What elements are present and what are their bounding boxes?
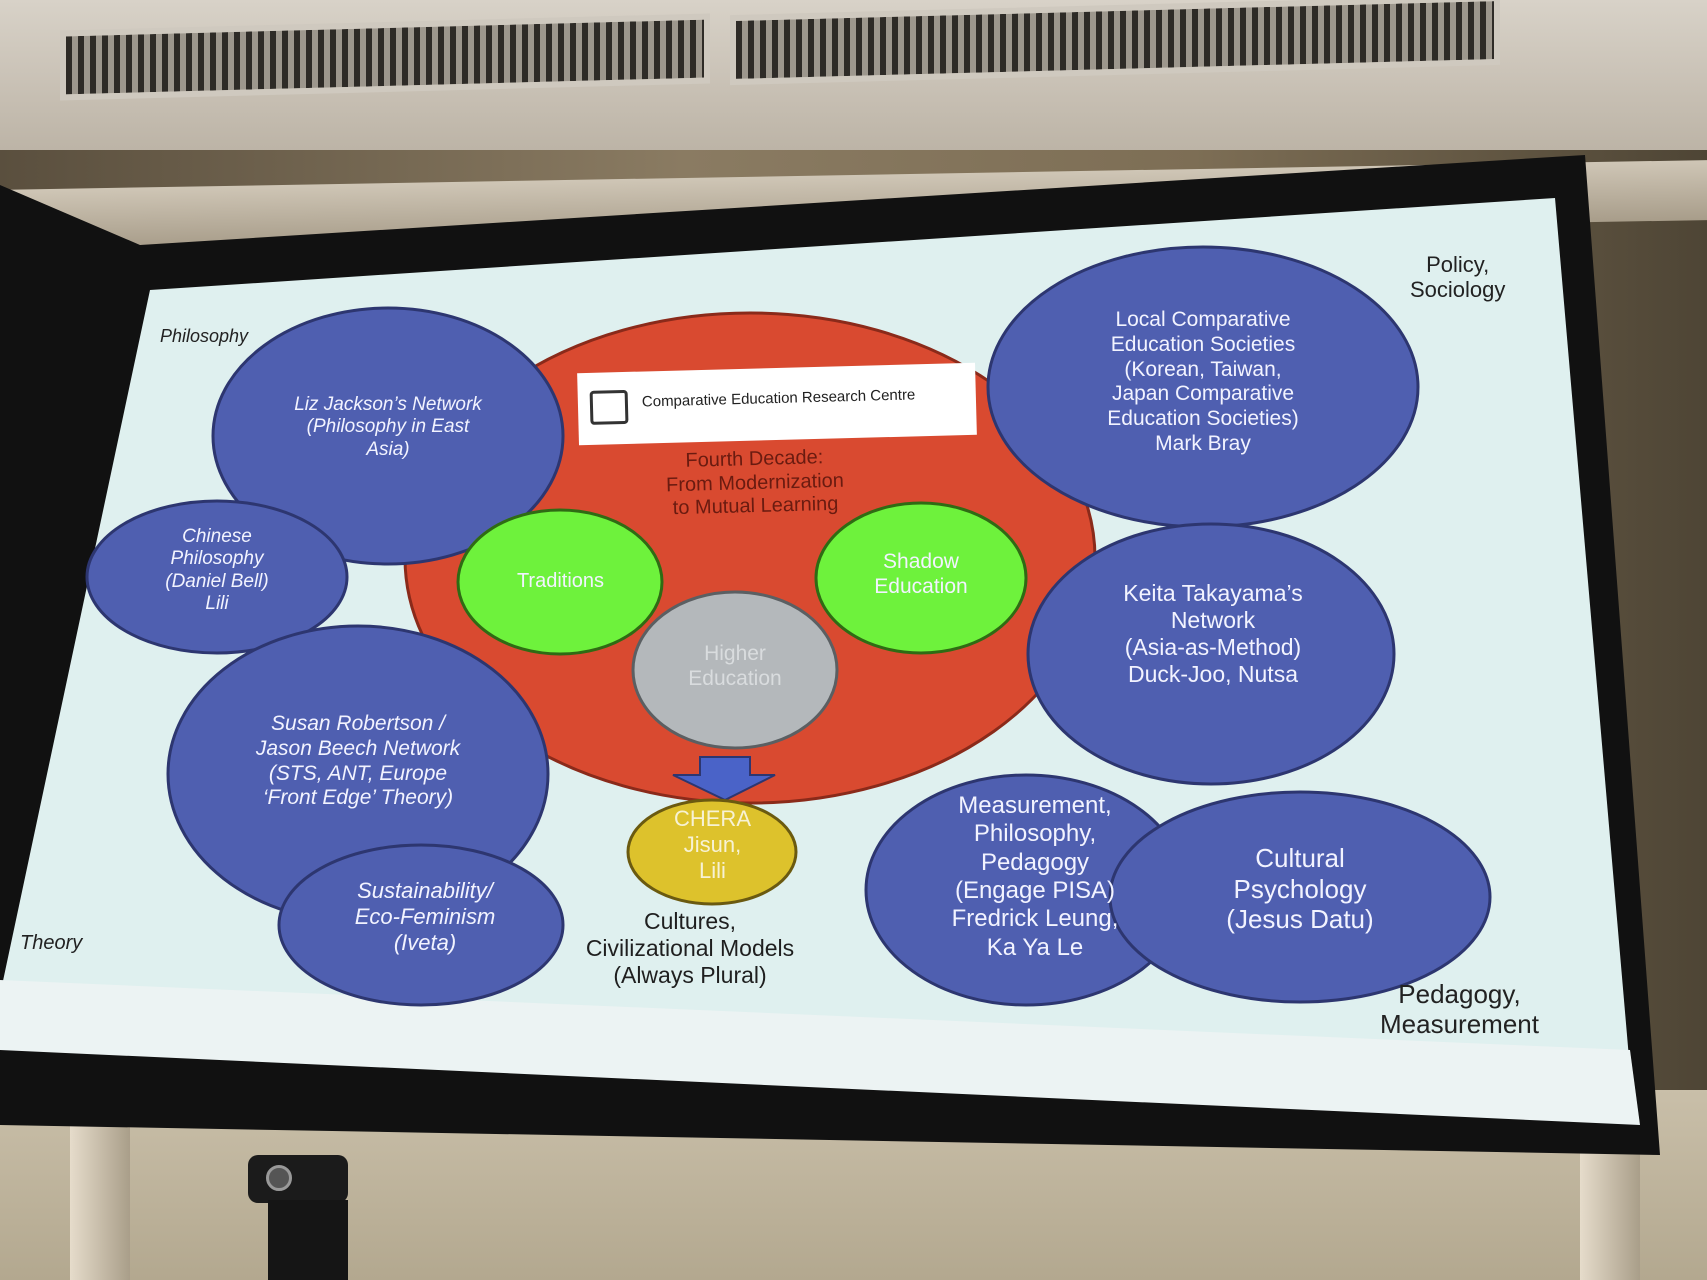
chera-circle [626,798,798,906]
liz-circle [211,306,565,566]
cultural-label: Cultural Psychology (Jesus Datu) [1226,843,1374,935]
liz-label: Liz Jackson’s Network (Philosophy in Eas… [294,394,482,460]
cerc-logo-banner: Comparative Education Research Centre [577,362,977,446]
webcam-lens-icon [266,1165,292,1191]
cultural-circle [1108,790,1492,1004]
chera-label: CHERA Jisun, Lili [673,806,751,883]
traditions-circle [456,508,664,656]
center-title: Fourth Decade: From Modernization to Mut… [665,446,845,520]
chinese-label: Chinese Philosophy (Daniel Bell) Lili [165,526,269,615]
measure-label: Measurement, Philosophy, Pedagogy (Engag… [951,792,1119,961]
shadow-circle [814,501,1028,655]
webcam-stand [268,1200,348,1280]
corner-top-right: Policy, Sociology [1410,252,1506,303]
shadow-label: Shadow Education [874,550,968,598]
corner-bottom-right: Pedagogy, Measurement [1380,979,1539,1039]
keita-circle [1026,522,1396,786]
sustain-label: Sustainability/ Eco-Feminism (Iveta) [354,878,496,955]
local-label: Local Comparative Education Societies (K… [1107,308,1299,455]
traditions-label: Traditions [516,570,605,592]
higher-label: Higher Education [688,642,782,690]
corner-top-left: Philosophy [160,326,249,346]
higher-circle [631,590,839,750]
susan-label: Susan Robertson / Jason Beech Network (S… [255,712,461,810]
cerc-logo-icon [589,389,629,425]
logo-text: Comparative Education Research Centre [641,386,916,411]
sustain-circle [277,843,565,1007]
webcam [248,1155,348,1203]
keita-label: Keita Takayama’s Network (Asia-as-Method… [1123,580,1303,688]
down-arrow [672,756,776,802]
corner-bottom-left: Theory [20,932,83,954]
bottom-caption: Cultures, Civilizational Models (Always … [585,908,795,989]
chinese-circle [85,499,349,655]
